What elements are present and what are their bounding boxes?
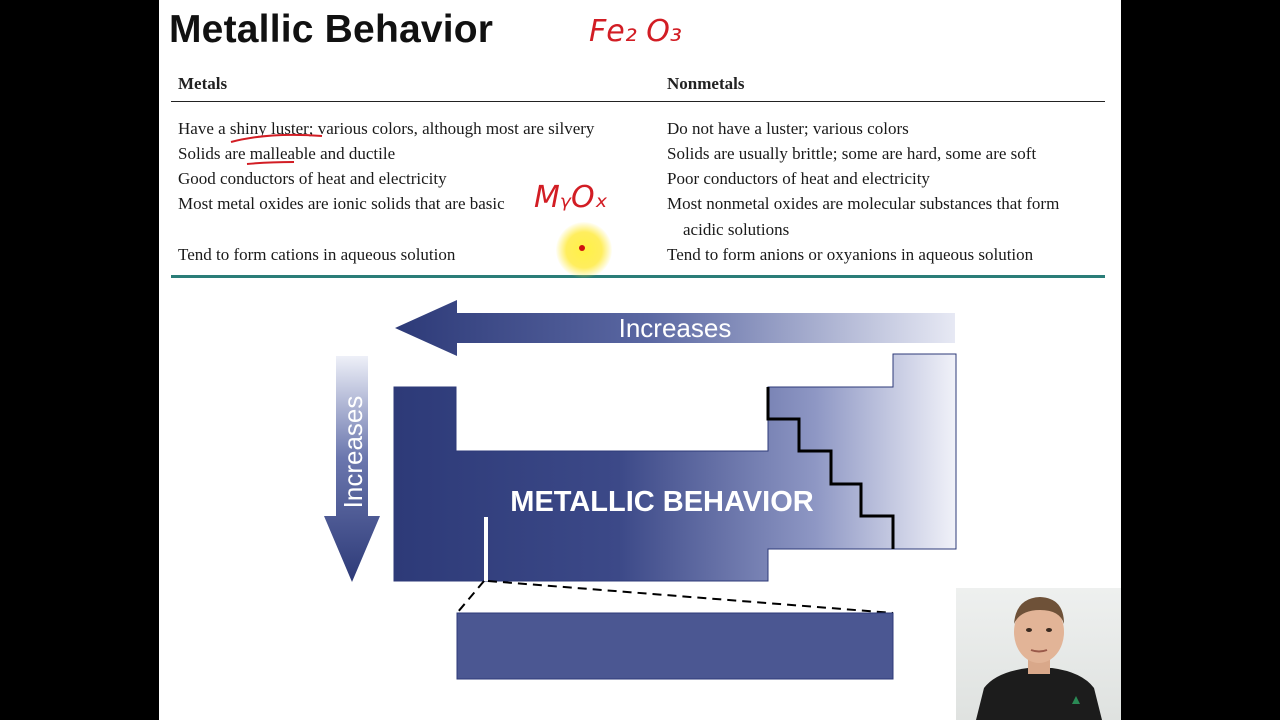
- periodic-trend-diagram: Increases Increases METALLIC BEHAVIOR: [230, 133, 957, 680]
- metalloid-staircase-line: [766, 387, 895, 549]
- table-rule-top: [171, 101, 1105, 102]
- f-block-dashed-right: [487, 580, 894, 614]
- nonmetal-property-anions: Tend to form anions or oxyanions in aque…: [667, 245, 1034, 264]
- nonmetal-property-brittle: Solids are usually brittle; some are har…: [667, 144, 1037, 163]
- nonmetal-property-conductor: Poor conductors of heat and electricity: [667, 169, 930, 188]
- presenter-webcam: [956, 588, 1121, 720]
- nonmetal-property-oxides-continued: acidic solutions: [683, 220, 790, 239]
- ink-underline-shiny-luster: [230, 133, 323, 143]
- presenter-figure: [976, 597, 1102, 720]
- handwritten-annotation-fe2o3: Fe₂ O₃: [589, 14, 682, 49]
- metal-property-luster: Have a shiny luster; various colors, alt…: [178, 119, 595, 138]
- f-block-dashed-left: [456, 580, 485, 614]
- table-header-metals: Metals: [178, 74, 228, 93]
- f-block-separator: [484, 517, 488, 581]
- arrow-vertical-label: Increases: [338, 396, 368, 509]
- ink-underline-malleable: [246, 161, 295, 165]
- nonmetal-property-oxides: Most nonmetal oxides are molecular subst…: [667, 194, 1060, 213]
- table-rule-bottom: [171, 275, 1105, 278]
- periodic-table-block: [393, 353, 957, 582]
- f-block-bar: [456, 612, 894, 680]
- arrow-horizontal-label: Increases: [619, 313, 732, 343]
- pointer-dot: [579, 245, 585, 251]
- metallic-behavior-label: METALLIC BEHAVIOR: [510, 486, 813, 518]
- lecture-slide: Metallic Behavior Fe₂ O₃ Metals Nonmetal…: [159, 0, 1121, 720]
- metal-property-oxides: Most metal oxides are ionic solids that …: [178, 194, 505, 213]
- arrow-down-increases: [324, 356, 380, 582]
- metal-property-cations: Tend to form cations in aqueous solution: [178, 245, 456, 264]
- arrow-left-increases: [395, 300, 955, 356]
- metal-property-conductor: Good conductors of heat and electricity: [178, 169, 447, 188]
- table-header-nonmetals: Nonmetals: [667, 74, 745, 93]
- metal-property-malleable: Solids are malleable and ductile: [178, 144, 396, 163]
- handwritten-annotation-myox: MᵧOₓ: [534, 180, 608, 215]
- nonmetal-property-luster: Do not have a luster; various colors: [667, 119, 909, 138]
- slide-title: Metallic Behavior: [169, 8, 494, 51]
